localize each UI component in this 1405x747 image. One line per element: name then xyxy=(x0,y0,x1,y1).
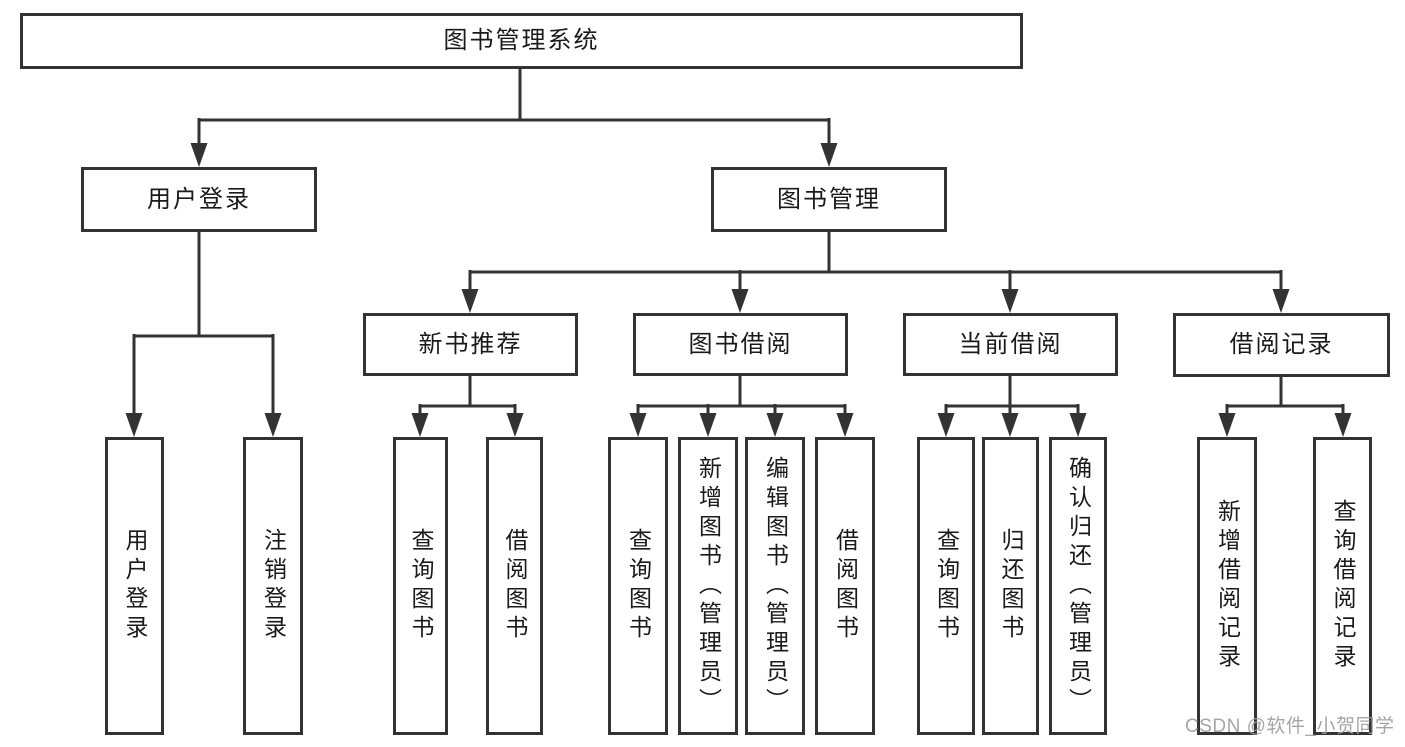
node-current-borrow: 当前借阅 xyxy=(903,313,1118,376)
leaf-confirm-return-label: 确认归还（管理员） xyxy=(1065,455,1092,717)
node-user-login: 用户登录 xyxy=(81,167,317,232)
leaf-add-book: 新增图书（管理员） xyxy=(678,437,738,735)
connector-edges xyxy=(132,68,1345,416)
leaf-edit-book: 编辑图书（管理员） xyxy=(745,437,805,735)
leaf-edit-book-label: 编辑图书（管理员） xyxy=(762,455,789,717)
arrowheads xyxy=(125,143,1352,437)
leaf-add-record-label: 新增借阅记录 xyxy=(1214,499,1241,673)
leaf-borrow-book-b-label: 借阅图书 xyxy=(832,528,859,644)
leaf-query-record-label: 查询借阅记录 xyxy=(1330,499,1356,673)
leaf-query-book-a: 查询图书 xyxy=(393,437,448,735)
node-user-login-label: 用户登录 xyxy=(147,185,251,213)
node-new-book-rec-label: 新书推荐 xyxy=(418,330,523,358)
node-book-borrow: 图书借阅 xyxy=(633,313,848,376)
leaf-borrow-book-a: 借阅图书 xyxy=(486,437,543,735)
leaf-query-book-c-label: 查询图书 xyxy=(933,528,960,644)
node-book-mgmt-label: 图书管理 xyxy=(777,185,881,213)
leaf-query-record: 查询借阅记录 xyxy=(1313,437,1372,735)
node-root-label: 图书管理系统 xyxy=(443,27,600,54)
leaf-query-book-b-label: 查询图书 xyxy=(625,528,652,644)
leaf-add-record: 新增借阅记录 xyxy=(1197,437,1257,735)
node-root: 图书管理系统 xyxy=(20,13,1023,69)
leaf-user-login: 用户登录 xyxy=(105,437,164,735)
leaf-borrow-book-b: 借阅图书 xyxy=(815,437,875,735)
leaf-query-book-b: 查询图书 xyxy=(608,437,668,735)
csdn-watermark: CSDN @软件_小贺同学 xyxy=(1185,716,1395,737)
node-book-borrow-label: 图书借阅 xyxy=(688,330,793,358)
leaf-borrow-book-a-label: 借阅图书 xyxy=(502,528,528,644)
leaf-add-book-label: 新增图书（管理员） xyxy=(695,455,722,717)
leaf-user-login-label: 用户登录 xyxy=(122,528,148,644)
leaf-logout: 注销登录 xyxy=(243,437,303,735)
leaf-logout-label: 注销登录 xyxy=(260,528,287,644)
node-book-mgmt: 图书管理 xyxy=(711,167,947,232)
leaf-confirm-return: 确认归还（管理员） xyxy=(1049,437,1107,735)
leaf-return-book: 归还图书 xyxy=(982,437,1039,735)
leaf-query-book-c: 查询图书 xyxy=(917,437,975,735)
node-new-book-rec: 新书推荐 xyxy=(363,313,578,376)
node-borrow-records-label: 借阅记录 xyxy=(1229,331,1334,358)
leaf-return-book-label: 归还图书 xyxy=(998,528,1024,644)
node-current-borrow-label: 当前借阅 xyxy=(958,330,1063,358)
leaf-query-book-a-label: 查询图书 xyxy=(408,528,434,644)
node-borrow-records: 借阅记录 xyxy=(1173,313,1390,377)
